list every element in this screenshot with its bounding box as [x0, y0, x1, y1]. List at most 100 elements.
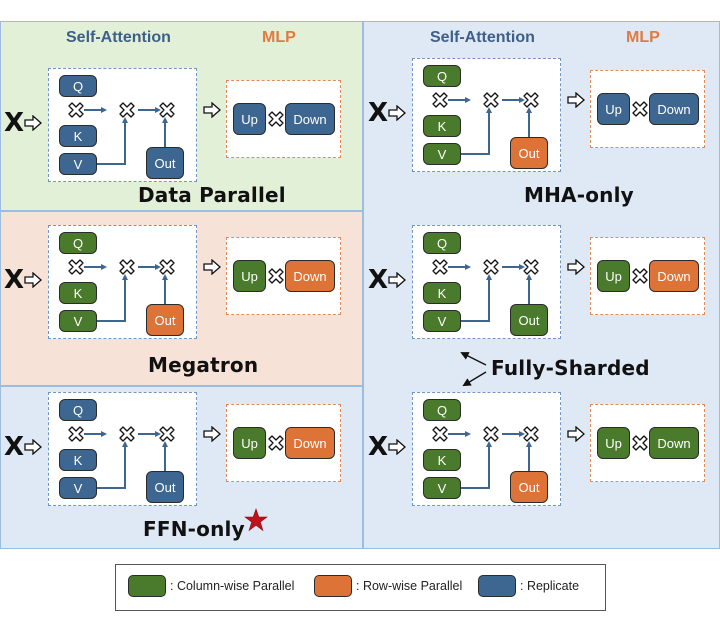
multiply-icon-shape — [268, 268, 284, 284]
multiply-icon — [68, 102, 84, 118]
attention-to-mlp-arrow — [203, 101, 221, 123]
multiply-icon — [159, 426, 175, 442]
multiply-icon — [632, 435, 648, 451]
attention-to-mlp-arrow — [567, 258, 585, 280]
matrix-q: Q — [423, 399, 461, 421]
title-megatron: Megatron — [148, 353, 259, 377]
multiply-icon — [119, 102, 135, 118]
matrix-out: Out — [146, 304, 184, 336]
legend-swatch-row-wise — [314, 575, 352, 597]
attention-to-mlp-arrow — [203, 258, 221, 280]
title-mha-only: MHA-only — [524, 183, 634, 207]
input-arrow — [388, 438, 406, 460]
input-x-label: X — [368, 265, 389, 295]
input-arrow — [388, 104, 406, 126]
matrix-out: Out — [510, 304, 548, 336]
hollow-arrow-icon — [388, 438, 406, 456]
input-arrow — [24, 271, 42, 293]
legend-item-replicate: : Replicate — [478, 575, 579, 597]
matrix-out: Out — [146, 471, 184, 503]
multiply-icon — [119, 259, 135, 275]
multiply-icon — [68, 426, 84, 442]
input-arrow — [24, 114, 42, 136]
legend-swatch-column-wise — [128, 575, 166, 597]
matrix-down: Down — [285, 260, 335, 292]
matrix-k: K — [59, 282, 97, 304]
multiply-icon — [483, 92, 499, 108]
input-x-label: X — [368, 432, 389, 462]
hollow-arrow-icon — [203, 425, 221, 443]
multiply-icon — [159, 259, 175, 275]
matrix-up: Up — [597, 427, 630, 459]
multiply-icon — [268, 268, 284, 284]
matrix-q: Q — [59, 75, 97, 97]
input-x-label: X — [4, 432, 25, 462]
matrix-down: Down — [285, 103, 335, 135]
attention-flow — [432, 426, 539, 489]
input-arrow — [24, 438, 42, 460]
flow-arrow-v — [461, 107, 492, 155]
matrix-v: V — [423, 143, 461, 165]
flow-arrow-v — [97, 117, 128, 165]
matrix-down: Down — [649, 260, 699, 292]
legend-item-row-wise: : Row-wise Parallel — [314, 575, 462, 597]
multiply-icon — [523, 92, 539, 108]
multiply-icon — [432, 92, 448, 108]
multiply-icon-shape — [268, 111, 284, 127]
matrix-up: Up — [597, 260, 630, 292]
matrix-v: V — [59, 477, 97, 499]
matrix-down: Down — [285, 427, 335, 459]
title-ffn-only: FFN-only — [143, 517, 245, 541]
matrix-k: K — [423, 115, 461, 137]
multiply-icon — [119, 426, 135, 442]
legend-label-row-wise: : Row-wise Parallel — [356, 579, 463, 593]
legend-item-column-wise: : Column-wise Parallel — [128, 575, 294, 597]
pointer-arrow-up — [460, 352, 487, 366]
matrix-k: K — [423, 282, 461, 304]
matrix-up: Up — [597, 93, 630, 125]
input-x-label: X — [4, 265, 25, 295]
matrix-out: Out — [146, 147, 184, 179]
fully-sharded-pointer-arrows — [460, 352, 487, 387]
multiply-icon — [632, 101, 648, 117]
legend-swatch-replicate — [478, 575, 516, 597]
multiply-icon-shape — [268, 435, 284, 451]
attention-flow — [432, 92, 539, 155]
matrix-k: K — [59, 449, 97, 471]
header-self-attention-left: Self-Attention — [66, 29, 171, 46]
flow-arrow-v — [97, 274, 128, 322]
hollow-arrow-icon — [203, 101, 221, 119]
hollow-arrow-icon — [567, 425, 585, 443]
multiply-icon — [159, 102, 175, 118]
matrix-v: V — [423, 477, 461, 499]
attention-to-mlp-arrow — [567, 91, 585, 113]
flow-arrow-v — [461, 274, 492, 322]
multiply-icon — [523, 259, 539, 275]
header-self-attention-right: Self-Attention — [430, 29, 535, 46]
title-data-parallel: Data Parallel — [138, 183, 286, 207]
multiply-icon — [68, 259, 84, 275]
title-fully-sharded: Fully-Sharded — [491, 356, 650, 380]
input-x-label: X — [368, 98, 389, 128]
attention-flow — [68, 426, 175, 489]
matrix-v: V — [59, 310, 97, 332]
legend-label-replicate: : Replicate — [520, 579, 580, 593]
attention-flow — [432, 259, 539, 322]
attention-flow — [68, 102, 175, 165]
input-arrow — [388, 271, 406, 293]
header-mlp-right: MLP — [626, 29, 660, 46]
